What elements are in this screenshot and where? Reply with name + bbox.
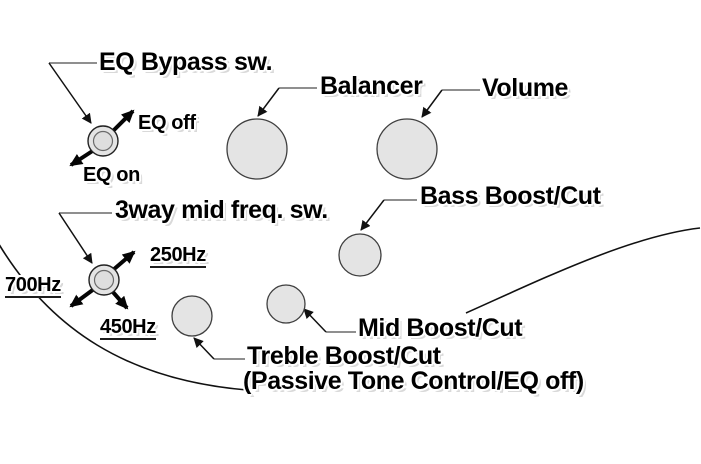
eq-bypass-label: EQ Bypass sw. — [99, 48, 273, 76]
eq-off-label: EQ off — [138, 112, 196, 134]
bass-knob — [338, 233, 382, 277]
volume-knob — [376, 118, 438, 180]
mid-freq-switch — [69, 250, 136, 310]
treble-leader — [193, 337, 245, 360]
mid-freq-switch-inner — [93, 269, 115, 291]
eq-bypass-switch-inner — [92, 130, 114, 152]
volume-leader-arrow — [421, 89, 443, 118]
balancer-knob — [226, 118, 288, 180]
volume-label: Volume — [482, 74, 569, 102]
freq-250-direction-arrow — [111, 250, 136, 272]
treble-knob — [171, 295, 213, 337]
eq-on-direction-arrow — [69, 148, 96, 167]
volume-leader — [421, 89, 480, 118]
freq-700-direction-arrow — [69, 287, 96, 308]
freq-450hz-label: 450Hz — [100, 316, 156, 340]
treble-leader-arrow — [193, 337, 215, 360]
mid-freq-leader — [58, 212, 112, 264]
freq-700hz-label: 700Hz — [5, 274, 61, 298]
eq-bypass-switch — [69, 109, 135, 167]
eq-bypass-leader — [48, 62, 97, 124]
treble-sub-label: (Passive Tone Control/EQ off) — [243, 367, 584, 395]
balancer-leader-arrow — [257, 87, 280, 117]
balancer-leader — [257, 87, 317, 117]
bass-leader — [360, 199, 417, 231]
mid-freq-leader-arrow — [58, 212, 93, 264]
bass-boost-cut-label: Bass Boost/Cut — [420, 182, 601, 210]
mid-boost-cut-label: Mid Boost/Cut — [358, 314, 523, 342]
mid-leader — [303, 308, 356, 333]
body-edge-left-curve — [0, 244, 248, 391]
freq-450-direction-arrow — [110, 289, 129, 310]
mid-freq-label: 3way mid freq. sw. — [115, 196, 328, 224]
balancer-label: Balancer — [320, 72, 423, 100]
eq-bypass-leader-arrow — [48, 62, 92, 124]
bass-leader-arrow — [360, 199, 385, 231]
treble-boost-cut-label: Treble Boost/Cut — [247, 342, 441, 370]
mid-leader-arrow — [303, 308, 327, 333]
body-edge-right-curve — [465, 227, 701, 314]
eq-on-label: EQ on — [83, 164, 140, 186]
freq-250hz-label: 250Hz — [150, 244, 206, 268]
mid-knob — [266, 284, 306, 324]
eq-off-direction-arrow — [110, 109, 135, 134]
